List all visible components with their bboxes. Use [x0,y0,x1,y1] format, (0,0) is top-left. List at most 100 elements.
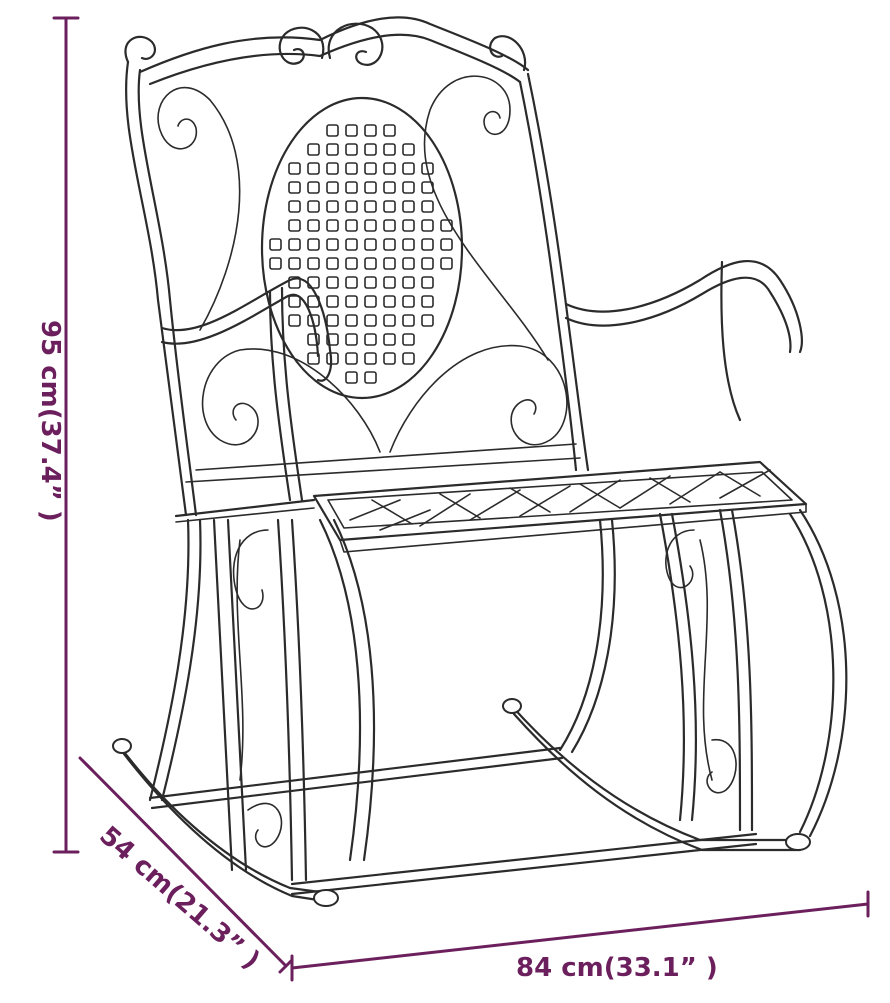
mesh-cell [326,200,339,213]
mesh-cell [364,181,377,194]
mesh-cell [288,295,301,308]
mesh-cell [345,295,358,308]
mesh-cell [421,181,434,194]
mesh-cell [364,257,377,270]
mesh-cell [307,352,320,365]
mesh-cell [307,333,320,346]
mesh-cell [345,371,358,384]
mesh-cell [383,295,396,308]
mesh-cell [288,314,301,327]
mesh-cell [383,257,396,270]
width-label: 84 cm(33.1” ) [516,953,718,983]
mesh-cell [288,181,301,194]
mesh-cell [307,162,320,175]
mesh-cell [402,333,415,346]
mesh-cell [364,352,377,365]
mesh-cell [269,257,282,270]
mesh-cell [307,200,320,213]
mesh-cell [307,219,320,232]
height-label: 95 cm(37.4” ) [35,320,65,522]
mesh-cell [402,181,415,194]
mesh-cell [383,238,396,251]
mesh-cell [364,219,377,232]
mesh-cell [364,333,377,346]
mesh-cell [288,200,301,213]
mesh-cell [326,295,339,308]
mesh-cell [364,314,377,327]
mesh-cell [402,352,415,365]
mesh-cell [402,276,415,289]
mesh-cell [383,219,396,232]
mesh-cell [383,276,396,289]
mesh-cell [440,257,453,270]
depth-label: 54 cm(21.3” ) [93,821,265,976]
mesh-cell [364,276,377,289]
mesh-cell [288,276,301,289]
mesh-cell [383,124,396,137]
mesh-back-panel [260,96,464,400]
mesh-cell [307,276,320,289]
mesh-cell [345,333,358,346]
mesh-cell [326,124,339,137]
mesh-cell [421,314,434,327]
mesh-cell [383,181,396,194]
height-dimension: 95 cm(37.4” ) [35,16,80,854]
mesh-cell [326,333,339,346]
mesh-cell [288,257,301,270]
mesh-cell [364,124,377,137]
chair-back [124,16,803,517]
mesh-cell [345,314,358,327]
chair-seat [174,460,808,553]
mesh-cell [440,238,453,251]
mesh-cell [421,219,434,232]
mesh-cell [345,162,358,175]
mesh-cell [307,295,320,308]
mesh-cell [421,200,434,213]
mesh-cell [345,276,358,289]
mesh-cell [364,143,377,156]
mesh-cell [326,257,339,270]
mesh-cell [345,181,358,194]
mesh-cell [421,276,434,289]
mesh-cell [402,238,415,251]
mesh-cell [364,200,377,213]
mesh-cell [326,181,339,194]
mesh-cell [345,257,358,270]
mesh-cell [421,295,434,308]
mesh-cell [345,219,358,232]
mesh-cell [269,238,282,251]
mesh-cell [440,219,453,232]
mesh-cell [345,352,358,365]
mesh-cell [421,238,434,251]
mesh-cell [307,143,320,156]
mesh-cell [383,200,396,213]
mesh-cell [345,124,358,137]
mesh-cell [383,162,396,175]
mesh-cell [364,238,377,251]
mesh-cell [383,352,396,365]
mesh-cell [326,238,339,251]
mesh-cell [402,200,415,213]
mesh-cell [307,181,320,194]
mesh-cell [326,219,339,232]
mesh-cell [345,200,358,213]
mesh-cell [383,143,396,156]
mesh-cell [402,257,415,270]
mesh-cell [307,314,320,327]
width-dimension: 84 cm(33.1” ) [290,890,870,983]
mesh-cell [326,352,339,365]
mesh-cell [345,143,358,156]
chair-legs [112,508,848,907]
mesh-cell [421,162,434,175]
mesh-cell [364,371,377,384]
mesh-cell [364,295,377,308]
mesh-cell [383,314,396,327]
mesh-cell [421,257,434,270]
mesh-cell [288,238,301,251]
depth-dimension: 54 cm(21.3” ) [78,756,294,976]
mesh-cell [326,314,339,327]
mesh-cell [307,238,320,251]
mesh-cell [326,276,339,289]
